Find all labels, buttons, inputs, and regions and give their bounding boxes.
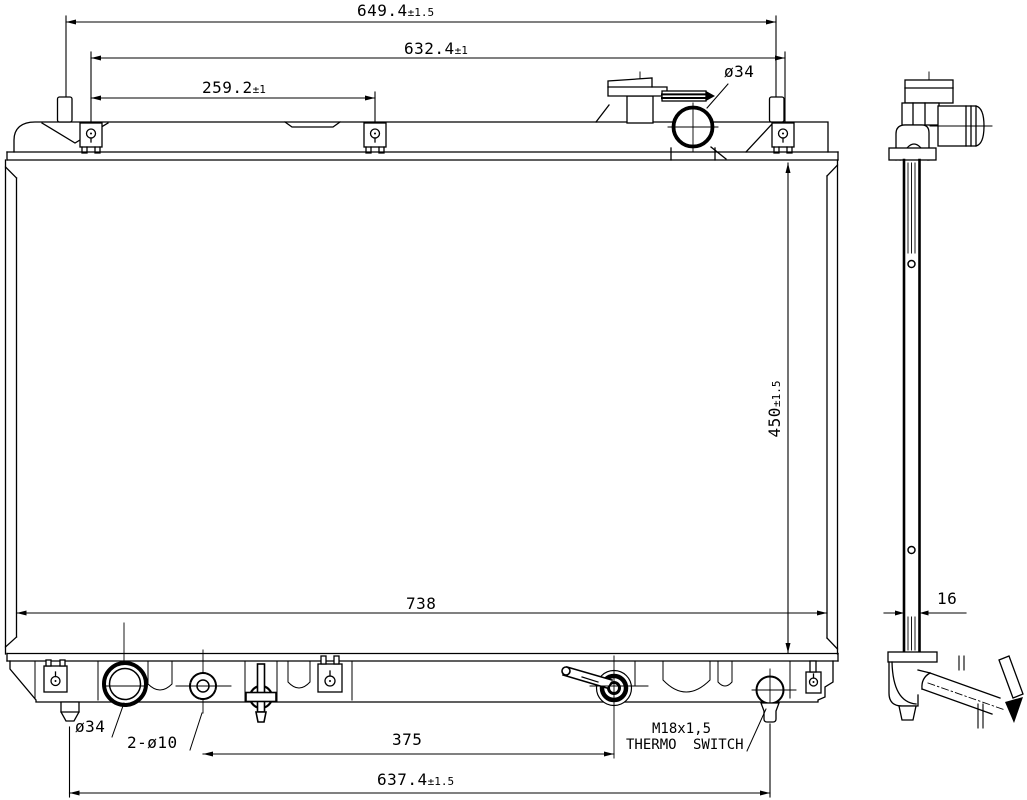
dim-drain-to-fitting-label: 375 [392,730,423,749]
top-mounting-bracket-right [771,122,795,154]
core-height-dimension [785,162,791,654]
top-header-plate [6,151,839,161]
thermo-switch-label: THERMO SWITCH [626,737,744,753]
oil-cooler-fitting [561,655,649,759]
tank-recess [284,121,341,128]
left-peg [56,96,73,123]
drain-hole [175,649,232,751]
dim-drain-holes-label: 2-ø10 [127,733,178,752]
side-outlet-pipe [917,655,1024,729]
drain-leader-line [189,712,203,751]
drain-petcock [245,663,277,723]
bottom-mounting-pin-left [60,701,80,722]
core-width-dimension [15,610,828,616]
side-plate-hole-lower [907,545,916,555]
thermo-leader-line [746,708,767,752]
thermo-switch-port [746,668,797,752]
right-peg [768,96,785,123]
dim-outlet-diameter-label: ø34 [75,717,106,736]
side-bottom-flange [887,651,938,663]
top-mounting-bracket-mid [363,122,387,154]
bottom-mounting-bracket-right [805,660,822,694]
bottom-tank [9,660,834,703]
dim-pin-span-top-label: 649.4±1.5 [357,1,435,20]
bottom-mounting-bracket-left [43,659,68,693]
dim-inlet-diameter-label: ø34 [724,62,755,81]
core-thickness-dimension [883,610,967,616]
dim-bracket-pitch-label: 259.2±1 [202,78,266,97]
inlet-leader-line [706,83,729,109]
side-view [883,71,1024,729]
side-top-tank [888,124,937,161]
outlet-leader-line [111,702,125,738]
thermo-thread-label: M18x1,5 [652,721,712,737]
core-side-channels [4,159,839,655]
overflow-tube [661,90,715,102]
side-plate-hole-upper [907,259,916,269]
side-bottom-tank [887,651,938,721]
side-core [902,158,921,654]
side-drain-plug [898,705,917,721]
bottom-dimension-lines [68,723,771,798]
dim-bracket-span-top-label: 632.4±1 [404,39,468,58]
dim-core-width-label: 738 [406,594,437,613]
outlet-port [102,622,148,738]
side-top-flange [888,147,937,161]
top-dimension-lines [65,15,786,133]
bottom-mounting-bracket-mid [317,655,343,693]
top-tank [13,96,829,160]
front-view [4,15,839,798]
dim-core-height-label: 450±1.5 [765,380,784,438]
dim-core-thickness-label: 16 [937,589,958,608]
side-inlet-elbow [901,71,993,147]
dim-pin-to-switch-label: 637.4±1.5 [377,770,455,789]
top-mounting-bracket-left [79,122,103,154]
bottom-header-plate [6,652,839,662]
inlet-port [667,83,729,161]
filler-cap-assembly [607,71,715,124]
